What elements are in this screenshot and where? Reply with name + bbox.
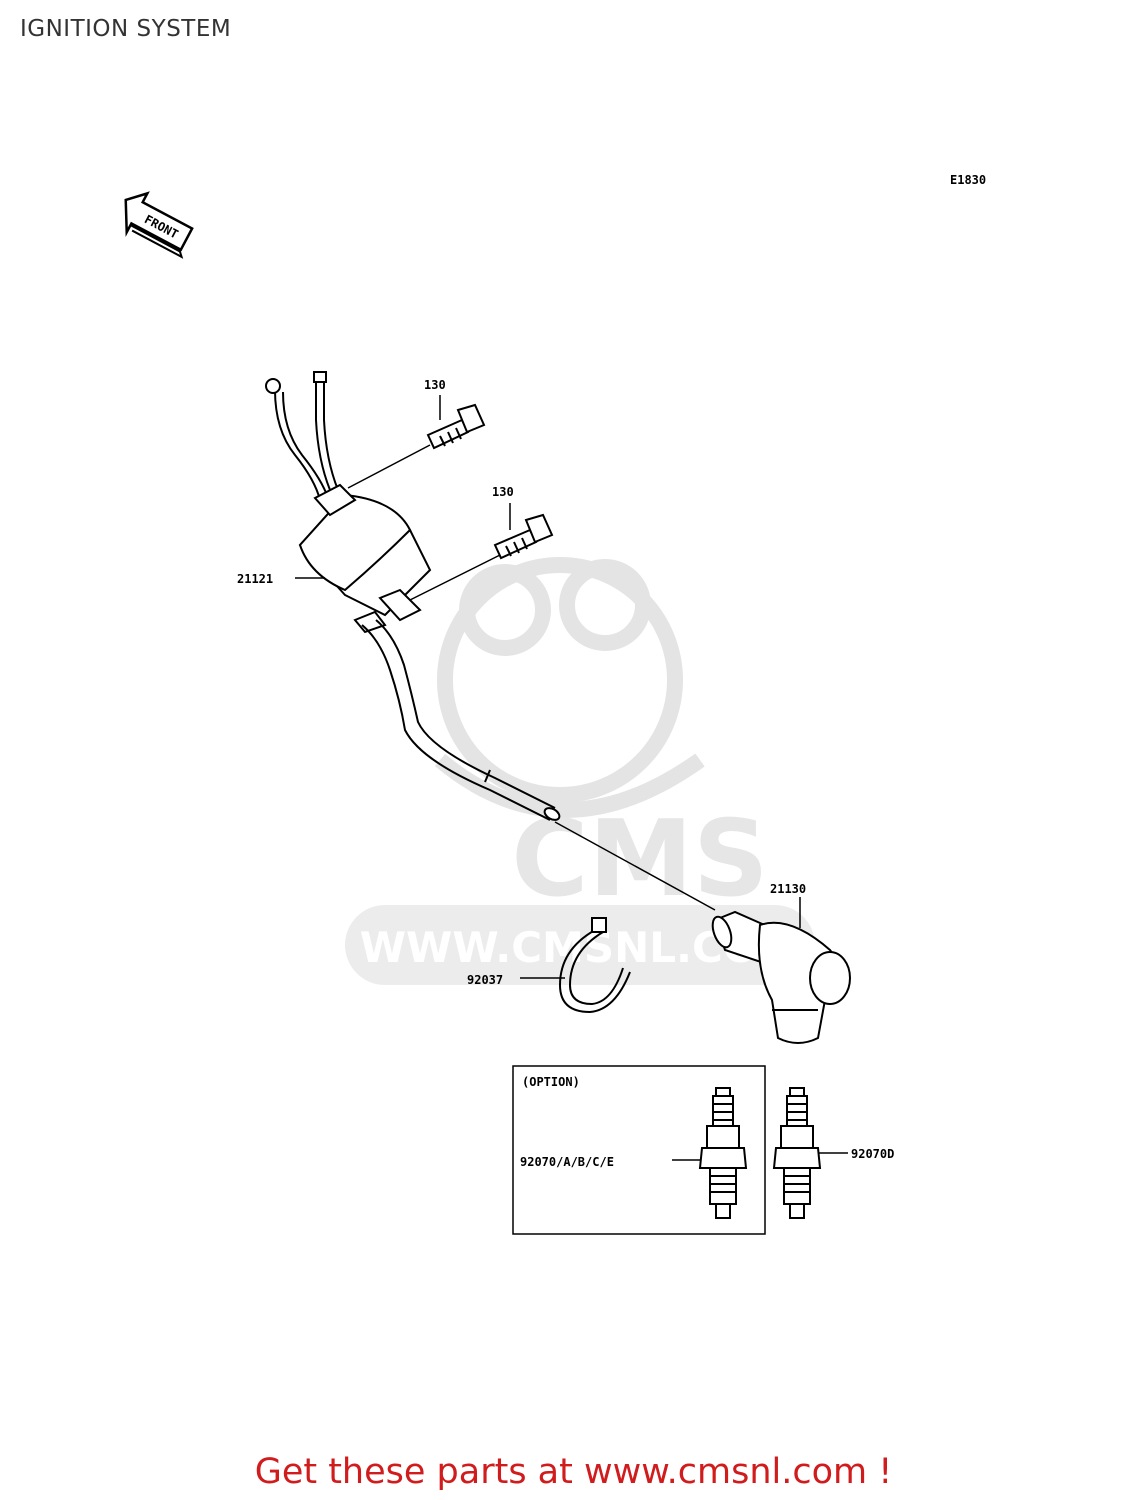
- part-label-21121: 21121: [237, 572, 273, 586]
- diagram-code: E1830: [950, 173, 986, 187]
- spark-plug-standard: [698, 1087, 748, 1219]
- bolt-upper: [426, 403, 486, 450]
- part-label-130-upper: 130: [424, 378, 446, 392]
- part-label-92070-a-b-c-e: 92070/A/B/C/E: [520, 1155, 614, 1169]
- option-box: [512, 1065, 766, 1235]
- bolt-lower: [493, 513, 554, 560]
- footer-link[interactable]: Get these parts at www.cmsnl.com !: [254, 1452, 893, 1492]
- clamp: [558, 917, 631, 1014]
- plug-cap: [711, 910, 851, 1044]
- leader-lines: [295, 395, 848, 1161]
- watermark: [345, 557, 815, 985]
- spark-plug-d: [772, 1087, 822, 1219]
- part-label-92037: 92037: [467, 973, 503, 987]
- page-title: IGNITION SYSTEM: [20, 16, 232, 42]
- part-label-21130: 21130: [770, 882, 806, 896]
- ignition-coil: [265, 371, 561, 821]
- front-arrow-icon: FRONT: [124, 191, 194, 259]
- part-label-92070d: 92070D: [851, 1147, 894, 1161]
- option-label: (OPTION): [522, 1075, 580, 1089]
- part-label-130-lower: 130: [492, 485, 514, 499]
